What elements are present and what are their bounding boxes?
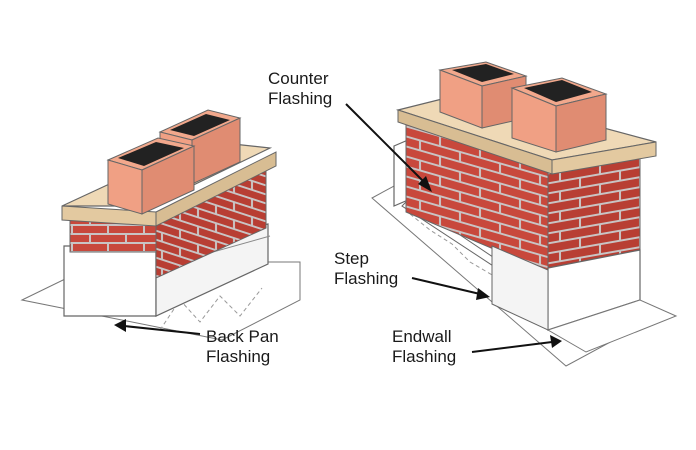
right-roof-shingle-lines	[409, 213, 537, 307]
step-flashing-arrow	[411, 277, 490, 300]
step-flashing-label-line1: Step	[334, 249, 369, 268]
left-chimney	[20, 109, 301, 341]
counter-flashing-label-line1: Counter	[268, 69, 329, 88]
endwall-flashing-arrow	[471, 335, 562, 353]
right-cap-front	[551, 141, 657, 175]
right-flue-front	[510, 77, 608, 153]
back-pan-flashing-label-line2: Flashing	[206, 347, 270, 366]
step-flashing-label-line2: Flashing	[334, 269, 398, 288]
left-back-pan-front	[63, 245, 157, 317]
counter-flashing-label-line2: Flashing	[268, 89, 332, 108]
back-pan-flashing-arrow	[114, 319, 201, 335]
right-endwall-flashing-pan	[546, 299, 678, 353]
left-flue-front	[106, 137, 196, 215]
back-pan-flashing-label-line1: Back Pan	[206, 327, 279, 346]
left-cap-side	[155, 151, 277, 227]
endwall-flashing-label-line2: Flashing	[392, 347, 456, 366]
endwall-flashing-label-line1: Endwall	[392, 327, 452, 346]
right-chimney	[371, 61, 678, 367]
counter-flashing-arrow	[345, 103, 432, 192]
